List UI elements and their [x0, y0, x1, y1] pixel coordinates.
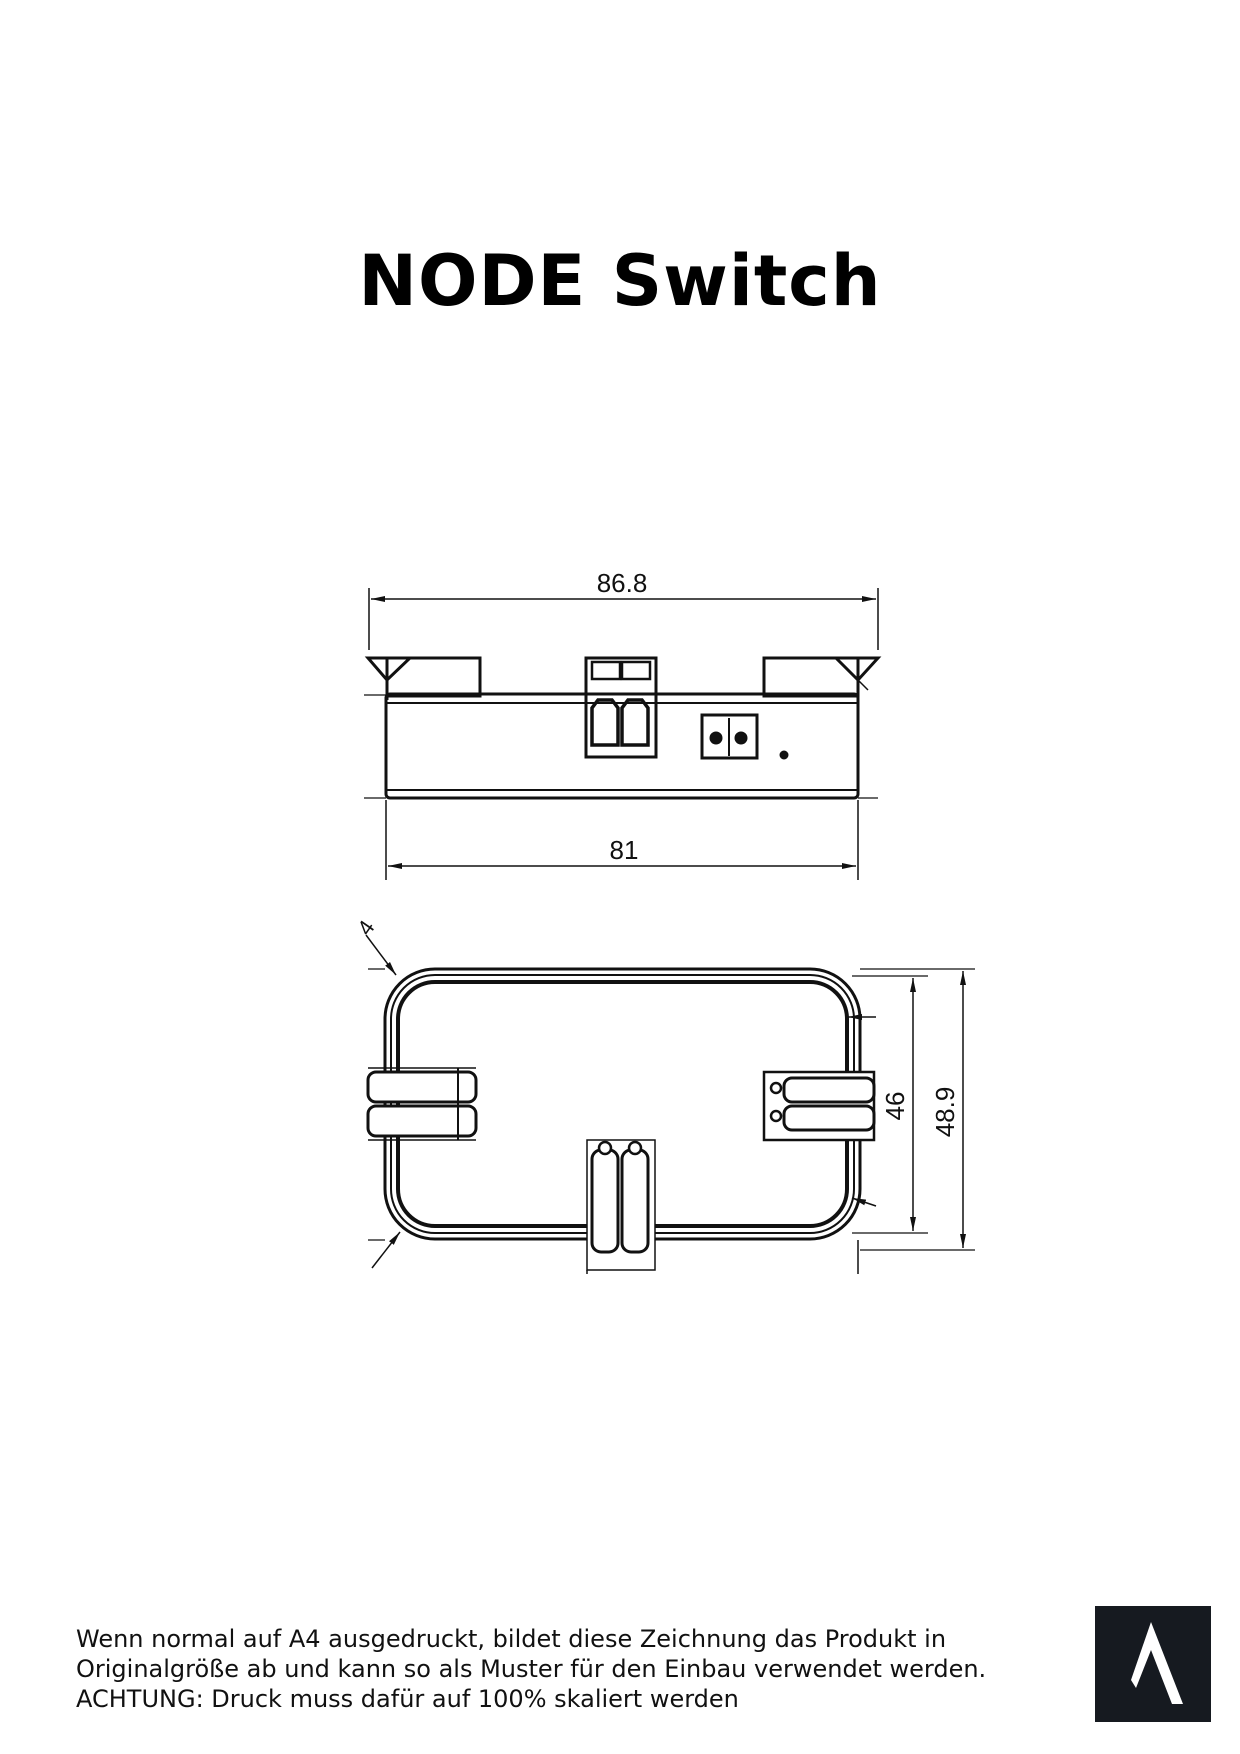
- dimension-label-outer-height: 48.9: [930, 1087, 960, 1138]
- dimension-label-overall-width: 86.8: [597, 568, 648, 598]
- top-view: [365, 934, 975, 1274]
- dimension-label-body-width: 81: [610, 835, 639, 865]
- page-title: NODE Switch: [358, 240, 882, 322]
- print-instructions-line-1: Wenn normal auf A4 ausgedruckt, bildet d…: [76, 1625, 947, 1653]
- dimension-label-inner-height: 46: [880, 1092, 910, 1121]
- dimension-label-corner: 4: [352, 916, 380, 940]
- print-instructions-line-2: Originalgröße ab und kann so als Muster …: [76, 1655, 987, 1683]
- brand-logo: [1095, 1606, 1211, 1722]
- chevron-up-logo-icon: [1131, 1622, 1183, 1704]
- print-instructions: Wenn normal auf A4 ausgedruckt, bildet d…: [76, 1624, 1056, 1714]
- front-view: [364, 588, 882, 880]
- print-instructions-line-3: ACHTUNG: Druck muss dafür auf 100% skali…: [76, 1685, 739, 1713]
